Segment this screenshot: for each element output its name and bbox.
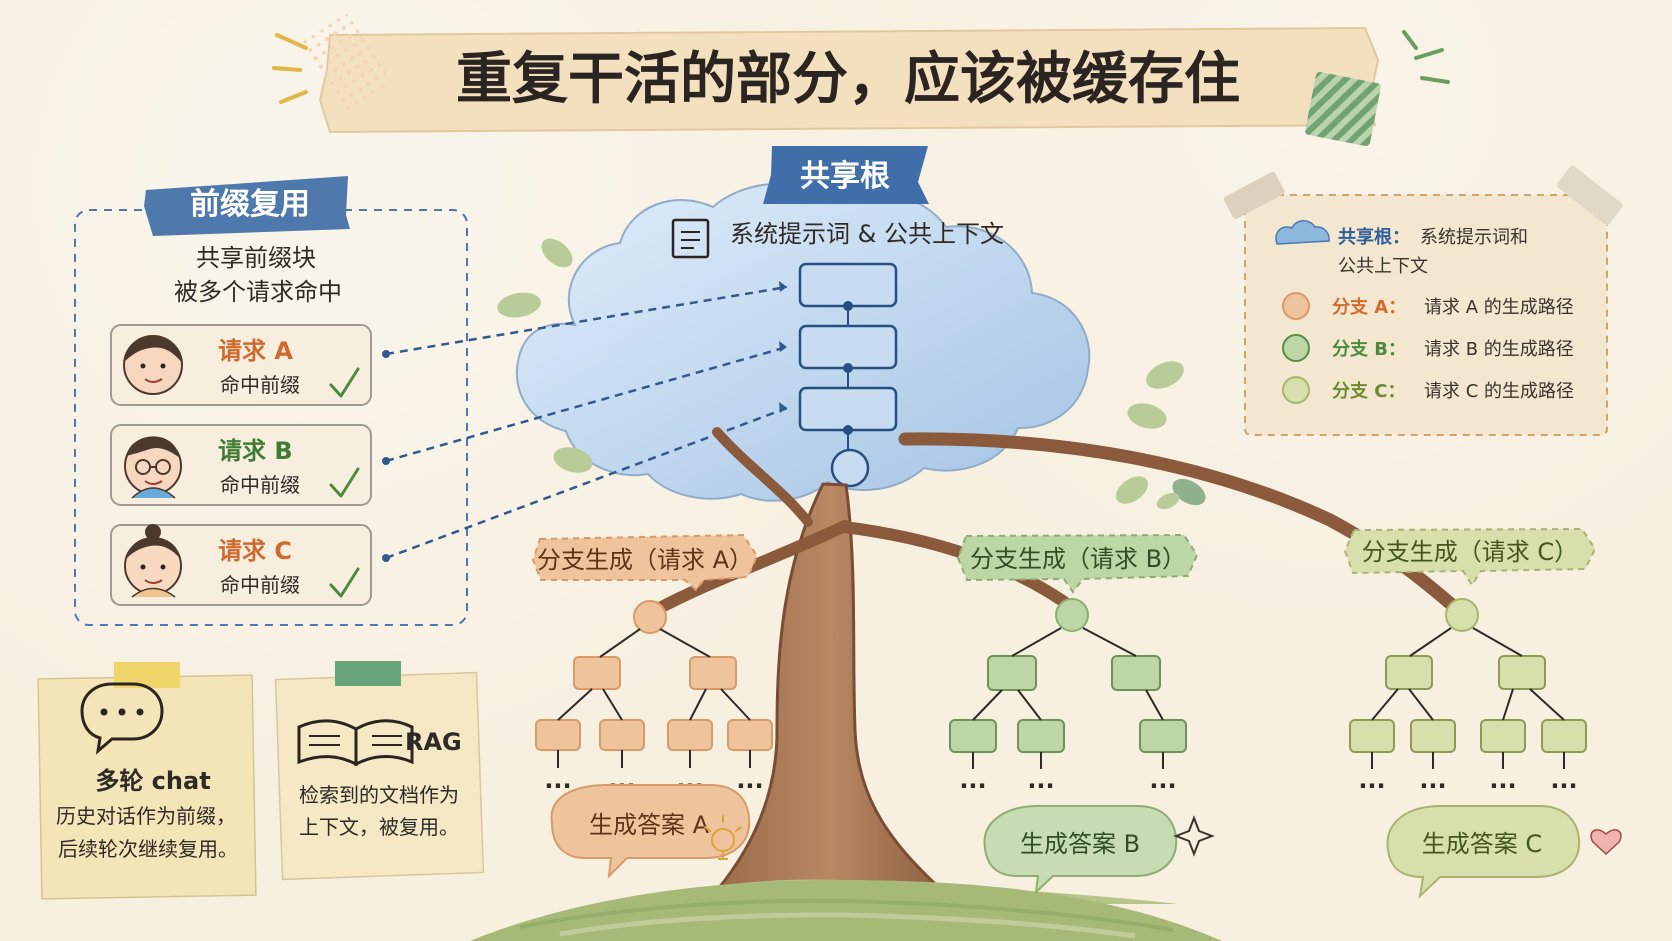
note-rag-title: RAG bbox=[405, 728, 462, 756]
branch-c-ellipsis-1: ... bbox=[1358, 766, 1385, 794]
prefix-reuse-desc-line2: 被多个请求命中 bbox=[174, 278, 342, 306]
branch-a-ellipsis-1: ... bbox=[544, 766, 571, 794]
legend-item-branch-a: 分支 A： 请求 A 的生成路径 bbox=[1282, 292, 1574, 320]
branch-b-label: 分支生成（请求 B） bbox=[970, 545, 1186, 573]
lightbulb-icon bbox=[704, 815, 742, 860]
request-card-c: 请求 C 命中前缀 bbox=[110, 524, 372, 606]
legend-prefix-2: 分支 B： bbox=[1332, 338, 1406, 360]
spark-right-icon bbox=[1402, 30, 1450, 84]
check-icon-a bbox=[329, 367, 360, 398]
note-rag-line2: 上下文，被复用。 bbox=[299, 815, 459, 839]
document-icon bbox=[671, 218, 710, 259]
branch-a-ellipsis-4: ... bbox=[736, 766, 763, 794]
legend-text-1: 请求 A 的生成路径 bbox=[1424, 297, 1574, 318]
branch-b-ellipsis-1: ... bbox=[959, 766, 986, 794]
branch-c-ellipsis-4: ... bbox=[1550, 766, 1577, 794]
request-b-status: 命中前缀 bbox=[220, 473, 300, 497]
tree-structure bbox=[470, 427, 1467, 941]
branch-c-ellipsis-2: ... bbox=[1419, 766, 1446, 794]
title-banner: 重复干活的部分，应该被缓存住 bbox=[272, 14, 1450, 147]
branch-c: 分支生成（请求 C） ... ... ... ... 生成答案 C bbox=[1343, 527, 1622, 899]
answer-a: 生成答案 A bbox=[589, 811, 710, 839]
note-multichat-line1: 历史对话作为前缀， bbox=[56, 804, 236, 828]
legend-text-0-line1: 系统提示词和 bbox=[1420, 227, 1528, 248]
request-card-a: 请求 A 命中前缀 bbox=[110, 324, 372, 406]
avatar-a bbox=[123, 335, 183, 395]
answer-c: 生成答案 C bbox=[1422, 830, 1542, 858]
answer-b: 生成答案 B bbox=[1020, 830, 1140, 858]
legend-text-2: 请求 B 的生成路径 bbox=[1424, 339, 1574, 360]
note-rag: RAG 检索到的文档作为 上下文，被复用。 bbox=[274, 661, 485, 881]
decorative-leaves bbox=[497, 238, 1206, 510]
branch-b-ellipsis-3: ... bbox=[1149, 766, 1176, 794]
request-a-title: 请求 A bbox=[218, 337, 293, 365]
legend-prefix-3: 分支 C： bbox=[1332, 380, 1405, 402]
shared-root-cloud: 共享根 系统提示词 & 公共上下文 bbox=[515, 146, 1091, 502]
tape-left bbox=[299, 14, 391, 112]
note-multichat-title: 多轮 chat bbox=[95, 767, 210, 795]
request-card-b: 请求 B 命中前缀 bbox=[110, 424, 372, 506]
request-c-title: 请求 C bbox=[218, 537, 292, 565]
note-multichat: 多轮 chat 历史对话作为前缀， 后续轮次继续复用。 bbox=[37, 662, 257, 900]
branch-c-ellipsis-3: ... bbox=[1489, 766, 1516, 794]
legend-text-3: 请求 C 的生成路径 bbox=[1424, 381, 1574, 402]
legend-item-shared-root: 共享根： 系统提示词和 公共上下文 bbox=[1275, 220, 1528, 277]
note-rag-line1: 检索到的文档作为 bbox=[299, 783, 459, 807]
legend-card: 共享根： 系统提示词和 公共上下文 分支 A： 请求 A 的生成路径 分支 B：… bbox=[1223, 165, 1623, 436]
legend-item-branch-c: 分支 C： 请求 C 的生成路径 bbox=[1282, 376, 1574, 404]
answer-bubble-a bbox=[550, 784, 751, 879]
legend-item-branch-b: 分支 B： 请求 B 的生成路径 bbox=[1282, 334, 1574, 362]
branch-b: 分支生成（请求 B） ... ... ... 生成答案 B bbox=[949, 533, 1215, 895]
branch-b-ellipsis-2: ... bbox=[1027, 766, 1054, 794]
branch-c-label: 分支生成（请求 C） bbox=[1362, 538, 1578, 566]
speech-bubble-icon bbox=[80, 682, 164, 755]
avatar-c bbox=[124, 524, 182, 598]
prefix-reuse-panel: 前缀复用 共享前缀块 被多个请求命中 请求 A 命中前缀 bbox=[74, 176, 468, 626]
tape-right bbox=[1305, 71, 1381, 147]
shared-root-label: 共享根 bbox=[800, 159, 890, 194]
branch-a: 分支生成（请求 A） ... ... ... ... 生成答案 A bbox=[531, 533, 773, 879]
request-a-status: 命中前缀 bbox=[220, 373, 300, 397]
book-icon bbox=[297, 719, 414, 767]
avatar-b bbox=[124, 436, 182, 499]
ground-decoration bbox=[519, 898, 1174, 939]
legend-prefix-0: 共享根： bbox=[1338, 226, 1410, 248]
cloud-icon bbox=[1275, 220, 1330, 245]
check-icon-c bbox=[329, 567, 360, 598]
sparkle-icon bbox=[1173, 815, 1215, 857]
legend-prefix-1: 分支 A： bbox=[1332, 296, 1406, 318]
page-title: 重复干活的部分，应该被缓存住 bbox=[456, 47, 1240, 112]
request-b-title: 请求 B bbox=[218, 437, 293, 465]
prefix-reuse-desc-line1: 共享前缀块 bbox=[196, 244, 316, 272]
shared-root-text: 系统提示词 & 公共上下文 bbox=[730, 220, 1004, 248]
legend-text-0-line2: 公共上下文 bbox=[1338, 256, 1428, 277]
answer-bubble-c bbox=[1386, 805, 1581, 899]
request-c-status: 命中前缀 bbox=[220, 573, 300, 597]
answer-bubble-b bbox=[983, 805, 1178, 895]
note-multichat-line2: 后续轮次继续复用。 bbox=[58, 837, 238, 861]
prefix-reuse-label: 前缀复用 bbox=[190, 187, 310, 222]
spark-left-icon bbox=[272, 33, 308, 104]
check-icon-b bbox=[329, 467, 360, 498]
branch-a-label: 分支生成（请求 A） bbox=[537, 546, 753, 574]
heart-icon bbox=[1590, 829, 1622, 856]
